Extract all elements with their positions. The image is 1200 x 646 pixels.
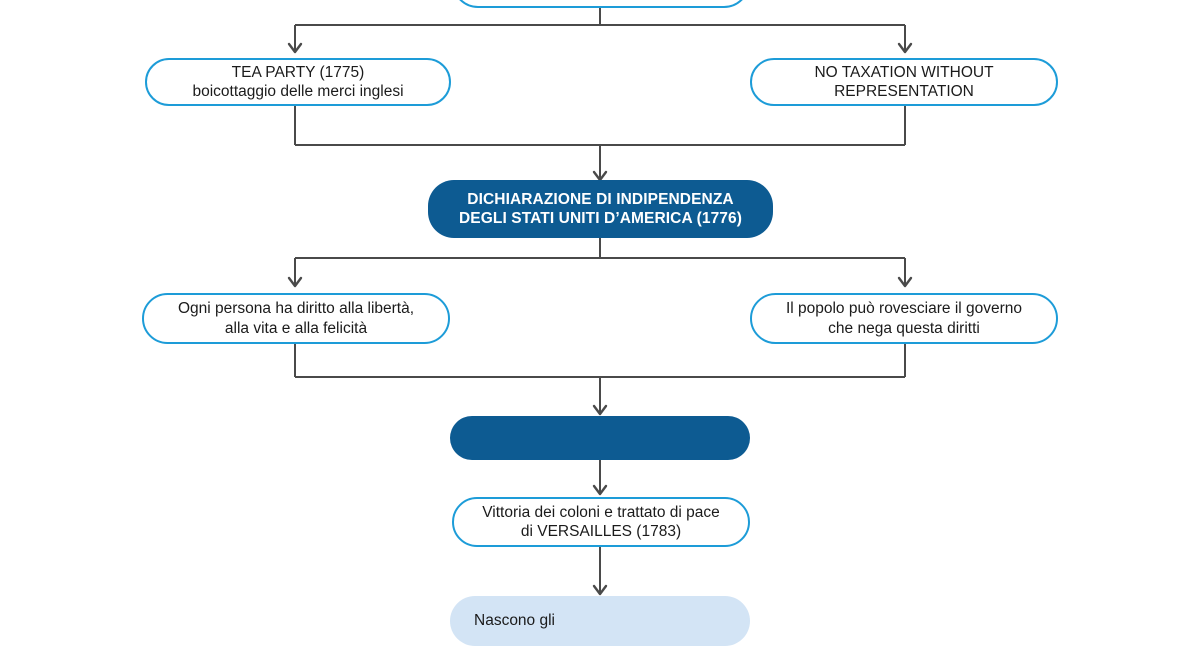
- arrowhead-left-row3: [287, 276, 303, 288]
- node-no-taxation-label: NO TAXATION WITHOUT REPRESENTATION: [814, 63, 994, 100]
- node-dichiarazione-label: DICHIARAZIONE DI INDIPENDENZA DEGLI STAT…: [459, 190, 742, 227]
- arrowhead-right-row3: [897, 276, 913, 288]
- node-tea-party-label: TEA PARTY (1775) boicottaggio delle merc…: [192, 63, 404, 100]
- node-tea-party[interactable]: TEA PARTY (1775) boicottaggio delle merc…: [145, 58, 451, 106]
- arrowhead-dichiarazione: [592, 170, 608, 182]
- arrowhead-versailles: [592, 484, 608, 496]
- node-versailles-label: Vittoria dei coloni e trattato di pace d…: [482, 503, 720, 540]
- node-rovesciare-governo-label: Il popolo può rovesciare il governo che …: [785, 300, 1023, 337]
- node-diritto-liberta-label: Ogni persona ha diritto alla libertà, al…: [177, 300, 415, 337]
- arrowhead-empty-dark: [592, 404, 608, 416]
- node-no-taxation[interactable]: NO TAXATION WITHOUT REPRESENTATION: [750, 58, 1058, 106]
- node-versailles[interactable]: Vittoria dei coloni e trattato di pace d…: [452, 497, 750, 547]
- arrowhead-top-left: [287, 42, 303, 54]
- arrowhead-top-right: [897, 42, 913, 54]
- node-empty-dark[interactable]: [450, 416, 750, 460]
- node-top-partial[interactable]: [452, 0, 750, 8]
- diagram-canvas: TEA PARTY (1775) boicottaggio delle merc…: [142, 0, 1058, 646]
- node-dichiarazione-indipendenza[interactable]: DICHIARAZIONE DI INDIPENDENZA DEGLI STAT…: [428, 180, 773, 238]
- node-rovesciare-governo[interactable]: Il popolo può rovesciare il governo che …: [750, 293, 1058, 344]
- node-nascono-gli[interactable]: Nascono gli: [450, 596, 750, 646]
- node-nascono-gli-label: Nascono gli: [474, 612, 555, 630]
- arrowhead-nascono: [592, 584, 608, 596]
- node-diritto-liberta[interactable]: Ogni persona ha diritto alla libertà, al…: [142, 293, 450, 344]
